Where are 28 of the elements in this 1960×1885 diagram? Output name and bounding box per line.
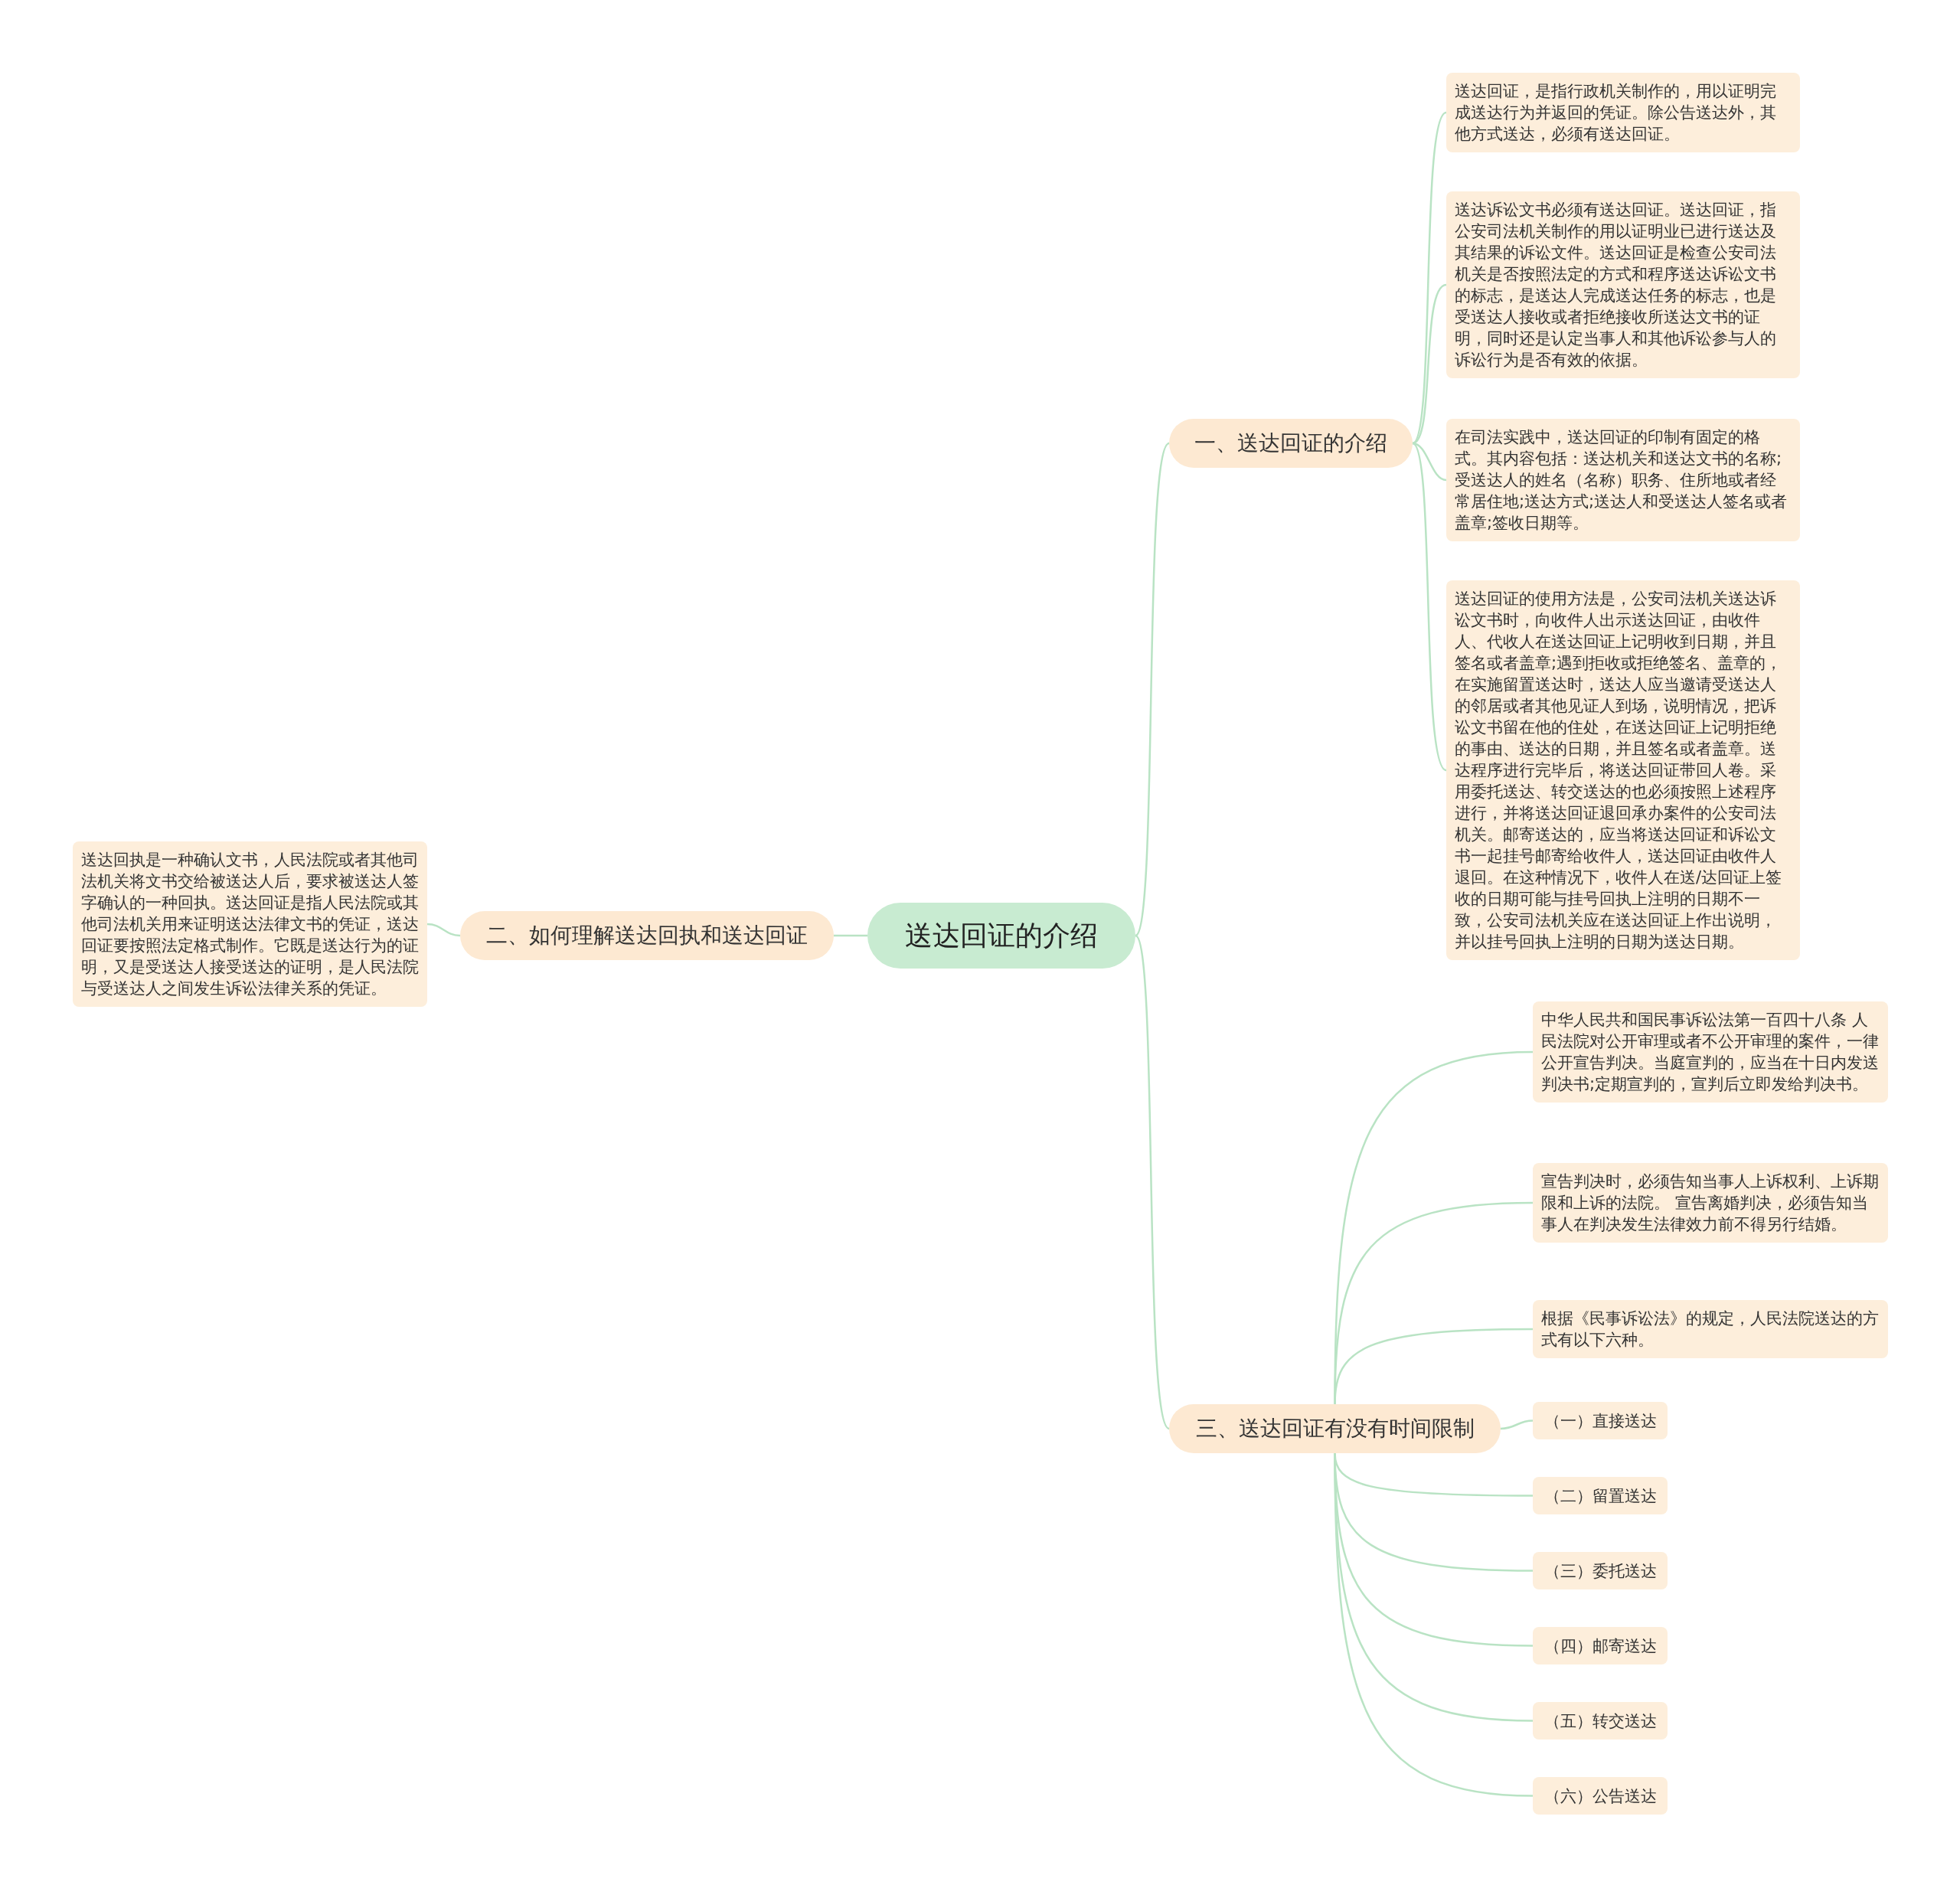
- connector-line: [834, 934, 867, 937]
- connector-line: [1134, 443, 1171, 936]
- note-box: （一）直接送达: [1533, 1402, 1668, 1439]
- note-box: （六）公告送达: [1533, 1777, 1668, 1815]
- branch-topic: 一、送达回证的介绍: [1169, 419, 1413, 468]
- connector-line: [1412, 283, 1447, 445]
- note-box: 宣告判决时，必须告知当事人上诉权利、上诉期限和上诉的法院。 宣告离婚判决，必须告知当事人在判决发生法律效力前不得另行结婚。: [1533, 1163, 1888, 1243]
- note-box: 送达回证，是指行政机关制作的，用以证明完成送达行为并返回的凭证。除公告送达外，其他方式送达，必须有送达回证。: [1446, 73, 1800, 152]
- note-box: 根据《民事诉讼法》的规定，人民法院送达的方式有以下六种。: [1533, 1300, 1888, 1358]
- connector-line: [1134, 935, 1171, 1429]
- note-box: （五）转交送达: [1533, 1702, 1668, 1740]
- connector-line: [1412, 442, 1447, 482]
- note-box: 中华人民共和国民事诉讼法第一百四十八条 人民法院对公开审理或者不公开审理的案件，一律公开宣告判决。当庭宣判的，应当在十日内发送判决书;定期宣判的，宣判后立即发给判决书。: [1533, 1001, 1888, 1103]
- connector-line: [426, 923, 461, 937]
- note-box: 在司法实践中，送达回证的印制有固定的格式。其内容包括：送达机关和送达文书的名称;受送达人的姓名（名称）职务、住所地或者经常居住地;送达方式;送达人和受送达人签名或者盖章;签收日期等。: [1446, 419, 1800, 541]
- connector-line: [1334, 1328, 1533, 1405]
- note-box: 送达回证的使用方法是，公安司法机关送达诉讼文书时，向收件人出示送达回证，由收件人、代收人在送达回证上记明收到日期，并且签名或者盖章;遇到拒收或拒绝签名、盖章的，在实施留置送达时，送达人应当邀请受送达人的邻居或者其他见证人到场，说明情况，把诉讼文书留在他的住处，在送达回证上记明拒绝的事由、送达的日期，并且签名或者盖章。送达程序进行完毕后，将送达回证带回人卷。采用委托送达、转交送达的也必须按照上述程序进行，并将送达回证退回承办案件的公安司法机关。邮寄送达的，应当将送达回证和诉讼文书一起挂号邮寄给收件人，送达回证由收件人退回。在这种情况下，收件人在送/达回证上签收的日期可能与挂号回执上注明的日期不一致，公安司法机关应在送达回证上作出说明，并以挂号回执上注明的日期为送达日期。: [1446, 580, 1800, 960]
- connector-line: [1412, 112, 1447, 444]
- note-box: （三）委托送达: [1533, 1552, 1668, 1589]
- branch-topic: 二、如何理解送达回执和送达回证: [460, 911, 834, 960]
- branch-topic: 三、送达回证有没有时间限制: [1169, 1404, 1501, 1453]
- note-box: 送达回执是一种确认文书，人民法院或者其他司法机关将文书交给被送达人后，要求被送达人签字确认的一种回执。送达回证是指人民法院或其他司法机关用来证明送达法律文书的凭证，送达回证要按照法定格式制作。它既是送达行为的证明，又是受送达人接受送达的证明，是人民法院与受送达人之间发生诉讼法律关系的凭证。: [73, 841, 427, 1007]
- connector-line: [1500, 1419, 1534, 1430]
- note-box: 送达诉讼文书必须有送达回证。送达回证，指公安司法机关制作的用以证明业已进行送达及其结果的诉讼文件。送达回证是检查公安司法机关是否按照法定的方式和程序送达诉讼文书的标志，是送达人完成送达任务的标志，也是受送达人接收或者拒绝接收所送达文书的证明，同时还是认定当事人和其他诉讼参与人的诉讼行为是否有效的依据。: [1446, 191, 1800, 378]
- connector-line: [1412, 443, 1447, 771]
- central-topic: 送达回证的介绍: [867, 903, 1135, 969]
- note-box: （二）留置送达: [1533, 1477, 1668, 1514]
- note-box: （四）邮寄送达: [1533, 1627, 1668, 1664]
